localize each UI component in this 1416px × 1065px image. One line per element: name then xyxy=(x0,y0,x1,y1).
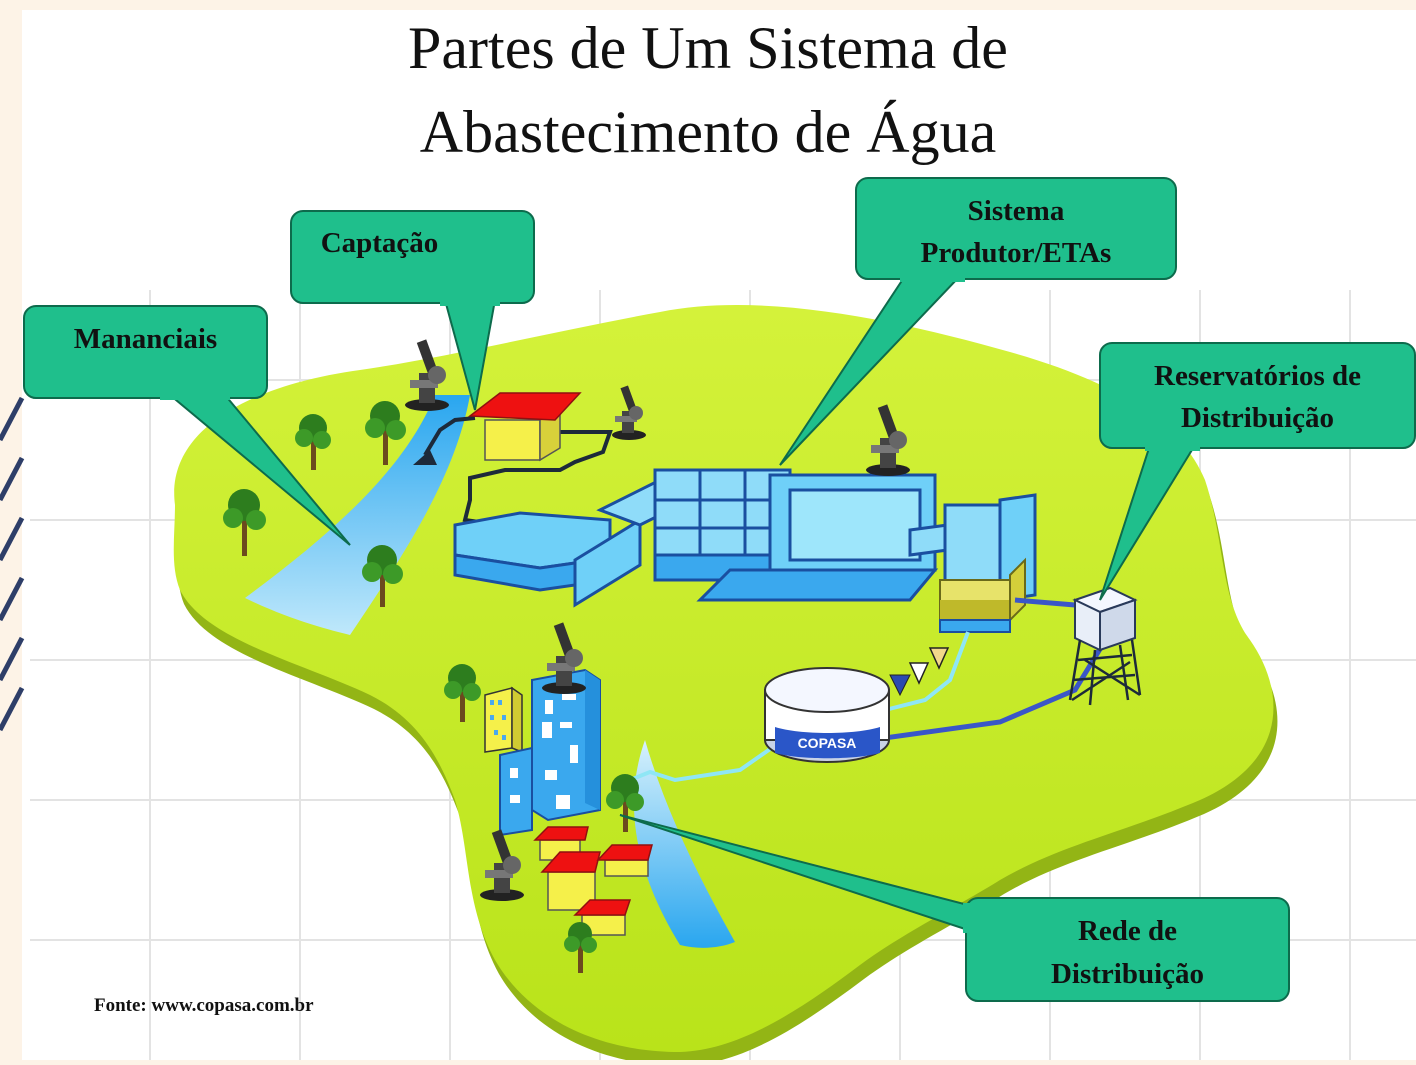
tree-icon xyxy=(362,545,403,607)
adduction-pipe xyxy=(462,430,613,527)
captacao-house-icon xyxy=(467,392,582,462)
storage-tank-icon xyxy=(764,667,890,763)
filter-beds-icon xyxy=(939,557,1026,633)
callout-captacao xyxy=(290,210,535,411)
callout-mananciais xyxy=(23,305,351,546)
callout-label-sistema-line-2: Produtor/ETAs xyxy=(920,237,1112,269)
callout-label-mananciais: Mananciais xyxy=(73,323,218,355)
callout-label-captacao: Captação xyxy=(320,227,439,259)
pipe-to-tower xyxy=(1014,597,1076,608)
trees xyxy=(223,401,644,973)
tree-icon xyxy=(365,401,406,465)
microscope-icon xyxy=(542,622,586,694)
microscope-icon xyxy=(612,385,646,440)
callout-label-sistema-line-1: Sistema xyxy=(967,195,1065,227)
pipe-to-tank xyxy=(884,631,970,712)
tree-icon xyxy=(606,774,644,832)
small-houses-icon xyxy=(533,826,653,936)
storage-tank-label: COPASA xyxy=(797,735,857,751)
intake-pipe xyxy=(423,416,476,457)
callout-label-rede-line-1: Rede de xyxy=(1077,915,1178,947)
city-stream xyxy=(633,740,735,948)
callout-sistema-produtor xyxy=(779,177,1177,466)
tree-icon xyxy=(444,664,481,722)
decorative-stripes xyxy=(0,396,25,732)
callout-rede-distribuicao xyxy=(619,814,1290,1002)
callout-reservatorios xyxy=(1099,342,1416,601)
intake-pump-icon xyxy=(413,450,437,465)
callout-label-reservatorios-line-2: Distribuição xyxy=(1180,402,1335,434)
source-note: Fonte: www.copasa.com.br xyxy=(94,995,314,1016)
water-tower-icon xyxy=(1068,586,1142,706)
callout-label-rede-line-2: Distribuição xyxy=(1050,958,1205,990)
pipe-tank-to-city xyxy=(629,738,785,783)
callout-label-reservatorios-line-1: Reservatórios de xyxy=(1154,360,1361,392)
tree-icon xyxy=(295,414,331,470)
land-island xyxy=(173,305,1274,1052)
page-title-line-1: Partes de Um Sistema de xyxy=(408,15,1008,81)
tree-icon xyxy=(564,922,597,973)
microscope-icon xyxy=(405,339,449,411)
river-stream xyxy=(245,395,470,635)
microscopes xyxy=(405,339,910,901)
page-title-line-2: Abastecimento de Água xyxy=(419,99,997,165)
tree-icon xyxy=(223,489,266,556)
treatment-plant-icon xyxy=(453,468,1037,608)
microscope-icon xyxy=(480,829,524,901)
microscope-icon xyxy=(866,404,910,476)
city-buildings-icon xyxy=(484,668,601,837)
chemical-cones-icon xyxy=(889,647,950,697)
